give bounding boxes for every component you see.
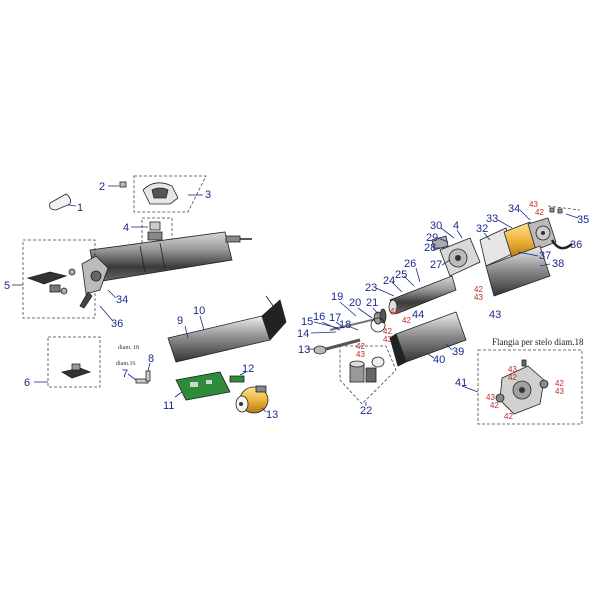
red-callout-g42: 42 bbox=[555, 379, 564, 388]
callout-1: 1 bbox=[77, 202, 83, 214]
part-12-connector bbox=[229, 375, 245, 383]
callout-13: 13 bbox=[266, 409, 278, 421]
rod-assembly bbox=[329, 308, 387, 333]
red-callout-a43: 43 bbox=[356, 350, 365, 359]
part-1-cap bbox=[49, 193, 77, 211]
red-callout-a42: 42 bbox=[356, 342, 365, 351]
callout-r26: 26 bbox=[404, 258, 416, 270]
part-22-box bbox=[339, 345, 397, 405]
part-35-line bbox=[547, 205, 581, 211]
red-callout-b43: 43 bbox=[383, 335, 392, 344]
part-8-screw bbox=[145, 370, 151, 382]
callout-r14: 14 bbox=[297, 328, 309, 340]
red-callout-b42: 42 bbox=[383, 327, 392, 336]
callout-r33: 33 bbox=[486, 213, 498, 225]
callout-r41: 41 bbox=[455, 377, 467, 389]
callout-r16: 16 bbox=[313, 311, 325, 323]
callout-r30: 30 bbox=[430, 220, 442, 232]
gearbox-housing bbox=[431, 235, 481, 277]
callout-r17: 17 bbox=[329, 312, 341, 324]
callout-r38: 38 bbox=[552, 258, 564, 270]
callout-r13: 13 bbox=[298, 344, 310, 356]
motor-assembly bbox=[479, 217, 557, 267]
callout-r36: 36 bbox=[570, 239, 582, 251]
callout-r15: 15 bbox=[301, 316, 313, 328]
rod-13 bbox=[313, 338, 361, 355]
callout-r29: 29 bbox=[426, 232, 438, 244]
callout-11: 11 bbox=[163, 400, 174, 412]
callout-r27: 27 bbox=[430, 259, 442, 271]
part-13-motor bbox=[235, 385, 269, 414]
callout-r4: 4 bbox=[453, 220, 459, 232]
callout-2: 2 bbox=[99, 181, 105, 193]
callout-r21: 21 bbox=[366, 297, 378, 309]
callout-r24: 24 bbox=[383, 275, 395, 287]
red-callout-i42: 42 bbox=[504, 412, 513, 421]
outer-tube bbox=[388, 275, 457, 315]
callout-8: 8 bbox=[148, 353, 154, 365]
part-41-flange bbox=[495, 359, 549, 415]
red-callout-g43: 43 bbox=[555, 387, 564, 396]
part-4-bracket bbox=[147, 221, 163, 241]
red-callout-f43: 43 bbox=[508, 365, 517, 374]
callout-r39: 39 bbox=[452, 346, 464, 358]
callout-r20: 20 bbox=[349, 297, 361, 309]
callout-r19: 19 bbox=[331, 291, 343, 303]
part-6-box bbox=[47, 336, 101, 388]
red-callout-e42: 42 bbox=[474, 285, 483, 294]
part-2-screw bbox=[108, 181, 127, 188]
actuator-tube-left bbox=[89, 231, 252, 283]
callout-12: 12 bbox=[242, 363, 254, 375]
callout-r28: 28 bbox=[424, 242, 436, 254]
callout-5: 5 bbox=[4, 280, 10, 292]
note-diam18: diam. 18 bbox=[118, 345, 139, 351]
part-39-40-covers bbox=[389, 311, 467, 367]
part-6-bracket bbox=[60, 363, 92, 379]
part-9-cover bbox=[167, 295, 287, 363]
rear-end-cap bbox=[79, 255, 109, 309]
red-callout-d42: 42 bbox=[535, 208, 544, 217]
callout-3: 3 bbox=[205, 189, 211, 201]
callout-r37: 37 bbox=[539, 250, 551, 262]
red-callout-d43: 43 bbox=[529, 200, 538, 209]
part-22-piston bbox=[349, 356, 385, 383]
red-callout-h43: 43 bbox=[486, 393, 495, 402]
red-callout-h42: 42 bbox=[490, 401, 499, 410]
part-3-cover bbox=[142, 182, 179, 205]
callout-34-left: 34 bbox=[116, 294, 128, 306]
callout-6: 6 bbox=[24, 377, 30, 389]
red-callout-f42: 42 bbox=[508, 373, 517, 382]
part-41-box bbox=[477, 349, 583, 425]
red-callout-e43: 43 bbox=[474, 293, 483, 302]
callout-r40: 40 bbox=[433, 354, 445, 366]
callout-r43: 43 bbox=[489, 309, 501, 321]
callout-36-left: 36 bbox=[111, 318, 123, 330]
callout-r32: 32 bbox=[476, 223, 488, 235]
callout-r25: 25 bbox=[395, 269, 407, 281]
red-callout-c42: 42 bbox=[402, 316, 411, 325]
callout-9: 9 bbox=[177, 315, 183, 327]
red-callout-c43: 43 bbox=[390, 307, 399, 316]
callout-r22: 22 bbox=[360, 405, 372, 417]
power-cable bbox=[550, 239, 573, 250]
callout-r35: 35 bbox=[577, 214, 589, 226]
part-5-bracket bbox=[26, 268, 76, 295]
note-diam16: diam.16 bbox=[116, 361, 136, 367]
part-35-screws bbox=[549, 207, 563, 214]
flange-title: Flangia per stelo diam.18 bbox=[492, 337, 584, 347]
callout-r18: 18 bbox=[339, 319, 351, 331]
callout-r23: 23 bbox=[365, 282, 377, 294]
callout-7: 7 bbox=[122, 368, 128, 380]
part-3-box bbox=[133, 175, 207, 213]
part-11-pcb bbox=[175, 371, 231, 401]
callout-r34: 34 bbox=[508, 203, 520, 215]
callout-4: 4 bbox=[123, 222, 129, 234]
callout-10: 10 bbox=[193, 305, 205, 317]
callout-r44: 44 bbox=[412, 309, 424, 321]
